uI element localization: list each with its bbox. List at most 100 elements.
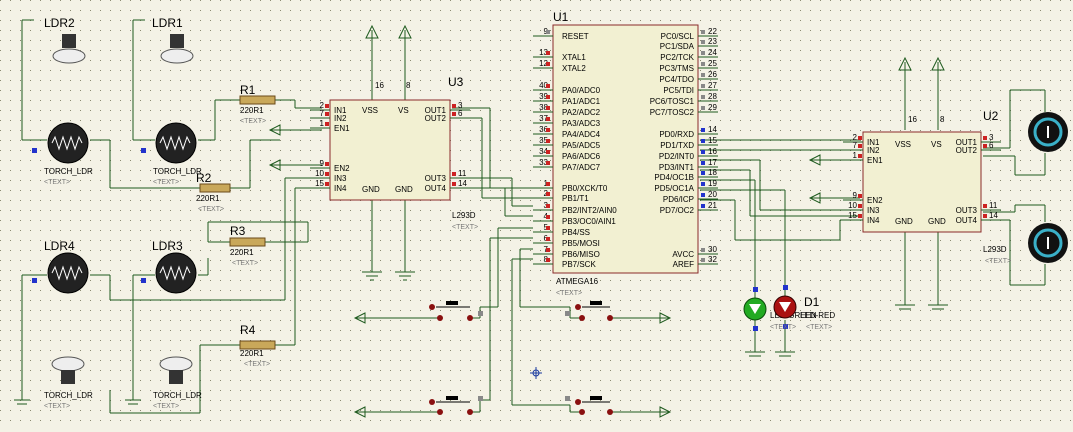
resistor-text: <TEXT> <box>244 361 270 368</box>
chip-pin-number: 15 <box>848 211 857 220</box>
pin-marker <box>325 172 329 176</box>
torch-lamp-bottom-right[interactable]: TORCH_LDR <TEXT> <box>153 356 202 410</box>
pin-marker <box>546 161 550 165</box>
lamp-beam-icon <box>159 356 193 372</box>
lamp-beam-icon <box>51 356 85 372</box>
u1-pin-number: 38 <box>539 103 548 112</box>
chip-pin-number: 1 <box>853 151 858 160</box>
led-red-ref: D1 <box>804 295 820 309</box>
pin-marker <box>858 194 862 198</box>
chip-pin-number: 6 <box>458 109 463 118</box>
dc-motor-1[interactable] <box>1028 112 1068 152</box>
pin-marker <box>478 396 483 401</box>
button-cap <box>446 301 458 305</box>
pin-marker <box>783 324 788 329</box>
u2-l293d[interactable]: U2 L293D <TEXT> 16 8 VSS VS GND GND 2IN1… <box>843 109 1011 265</box>
ldr-4[interactable]: LDR4 <box>32 239 89 294</box>
u1-pin-number: 35 <box>539 136 548 145</box>
resistor-ref: R2 <box>196 171 212 185</box>
resistor-r4[interactable]: R4 220R1 <TEXT> <box>239 323 276 368</box>
pin-marker <box>546 51 550 55</box>
ldr-part: TORCH_LDR <box>44 391 93 400</box>
pin-marker <box>141 278 146 283</box>
led-red[interactable]: D1 LED-RED <TEXT> <TEXT> <box>770 285 835 331</box>
u1-pin-name: PD1/TXD <box>660 141 694 150</box>
lamp-ref: LDR1 <box>152 16 183 30</box>
lamp-head-icon <box>169 370 183 384</box>
u1-pin-number: 32 <box>708 255 717 264</box>
torch-lamp-bottom-left[interactable]: TORCH_LDR <TEXT> <box>44 356 93 410</box>
lamp-beam-icon <box>52 48 86 64</box>
ldr-torch-1[interactable]: TORCH_LDR <TEXT> <box>32 122 93 186</box>
chip-pin-number: 11 <box>989 201 998 210</box>
chip-pin-number: 11 <box>458 169 467 178</box>
pushbutton-1[interactable] <box>429 301 483 321</box>
torch-lamp-top-right[interactable]: LDR1 <box>152 16 194 64</box>
pushbutton-4[interactable] <box>565 396 613 415</box>
pin-marker <box>858 214 862 218</box>
wires <box>21 19 1046 414</box>
pin-marker <box>983 214 987 218</box>
pin-marker <box>546 128 550 132</box>
u3-l293d[interactable]: U3 L293D <TEXT> 16 8 VSS VS GND GND 2IN1… <box>310 75 478 231</box>
torch-lamp-top-left[interactable]: LDR2 <box>44 16 86 64</box>
u1-pin-name: PA0/ADC0 <box>562 86 601 95</box>
pin-marker <box>701 95 705 99</box>
button-terminal <box>575 399 581 405</box>
led-red-part: LED-RED <box>800 311 835 320</box>
u1-atmega16[interactable]: U1 ATMEGA16 <TEXT> 9RESET13XTAL112XTAL24… <box>533 10 718 297</box>
chip-pin-name: EN2 <box>334 164 350 173</box>
u2-text: <TEXT> <box>985 258 1011 265</box>
u1-pin-name: PC0/SCL <box>661 32 695 41</box>
u1-pin-name: PA2/ADC2 <box>562 108 601 117</box>
ldr-torch-2[interactable]: TORCH_LDR <TEXT> <box>141 122 202 186</box>
led-green-text: <TEXT> <box>770 324 796 331</box>
pin-marker <box>753 326 758 331</box>
chip-pin-number: 10 <box>315 169 324 178</box>
chip-pin-name: IN4 <box>334 184 347 193</box>
u1-pin-number: 26 <box>708 70 717 79</box>
u1-pin-number: 39 <box>539 92 548 101</box>
pin-marker <box>858 154 862 158</box>
resistor-zigzag-icon <box>159 135 191 151</box>
u1-pin-number: 21 <box>708 201 717 210</box>
resistor-zigzag-icon <box>51 135 83 151</box>
resistor-r2[interactable]: R2 220R1 <TEXT> <box>196 171 231 213</box>
u2-gnd2: GND <box>928 217 946 226</box>
pushbutton-2[interactable] <box>565 301 613 321</box>
u3-gnd1: GND <box>362 185 380 194</box>
pin-marker <box>701 139 705 143</box>
u1-pin-name: RESET <box>562 32 589 41</box>
ldr-3[interactable]: LDR3 <box>141 239 197 294</box>
pin-marker <box>325 122 329 126</box>
u1-pin-number: 18 <box>708 168 717 177</box>
u1-pin-name: PD2/INT0 <box>659 152 695 161</box>
button-terminal <box>429 399 435 405</box>
resistor-r1[interactable]: R1 220R1 <TEXT> <box>239 83 276 125</box>
u1-pin-name: PD0/RXD <box>659 130 694 139</box>
resistor-r3[interactable]: R3 220R1 <TEXT> <box>229 224 266 267</box>
diode-icon <box>779 302 791 312</box>
pin-marker <box>32 278 37 283</box>
u1-pin-name: PA7/ADC7 <box>562 163 601 172</box>
dc-motor-2[interactable] <box>1028 223 1068 263</box>
chip-pin-number: 2 <box>853 133 858 142</box>
u1-pin-number: 36 <box>539 125 548 134</box>
pushbutton-3[interactable] <box>429 396 483 415</box>
u2-ref: U2 <box>983 109 999 123</box>
pin-marker <box>701 248 705 252</box>
u1-pin-number: 25 <box>708 59 717 68</box>
pin-marker <box>452 182 456 186</box>
u3-text: <TEXT> <box>452 224 478 231</box>
led-green[interactable]: LED-GREEN <box>743 287 817 331</box>
resistor-zigzag-icon <box>51 265 83 281</box>
u1-pin-number: 29 <box>708 103 717 112</box>
pin-marker <box>858 204 862 208</box>
pin-marker <box>546 226 550 230</box>
ldr-ref: LDR3 <box>152 239 183 253</box>
pin-marker <box>325 104 329 108</box>
resistor-body <box>239 95 276 105</box>
u1-pin-name: PD6/ICP <box>663 195 694 204</box>
chip-pin-name: EN1 <box>867 156 883 165</box>
